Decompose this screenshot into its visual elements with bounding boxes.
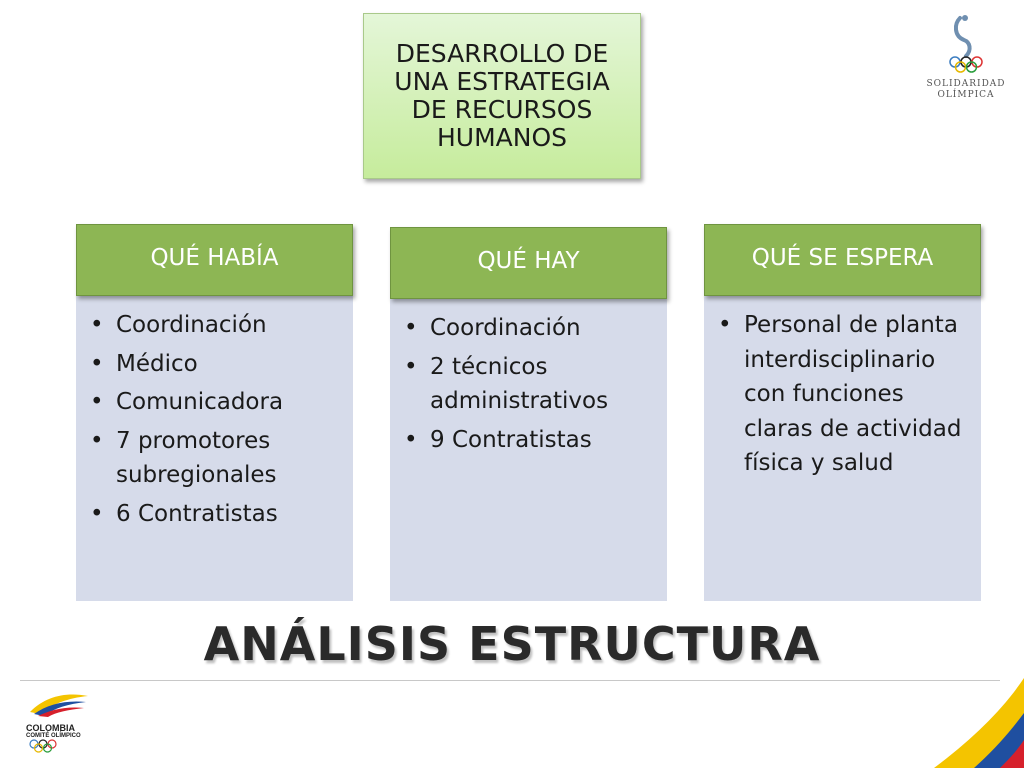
title-line: DE RECURSOS [411, 95, 593, 124]
column-heading-que-se-espera: QUÉ SE ESPERA [704, 224, 981, 296]
colombia-flag-swoosh-icon [30, 694, 88, 717]
list-item: •Coordinación [90, 312, 267, 338]
list-item: •Personal de planta interdisciplinario c… [718, 308, 975, 481]
olympic-rings-icon [29, 739, 57, 753]
title-line: HUMANOS [436, 123, 567, 153]
logo-text-colombia: COLOMBIA [26, 723, 75, 733]
list-item: •Comunicadora [90, 389, 284, 415]
column-heading-label: QUÉ SE ESPERA [751, 245, 934, 271]
list-item: •Médico [90, 350, 198, 377]
column-body-que-hay: •Coordinación •2 técnicos administrativo… [390, 299, 667, 601]
colombia-comite-olimpico-logo: COLOMBIA COMITÉ OLÍMPICO [26, 690, 96, 760]
column-heading-que-habia: QUÉ HABÍA [76, 224, 353, 296]
list-item: •7 promotores subregionales [90, 424, 347, 493]
logo-text-comite: COMITÉ OLÍMPICO [26, 733, 81, 739]
list-item-text: 2 técnicos administrativos [430, 353, 609, 415]
column-heading-label: QUÉ HAY [477, 248, 580, 274]
list-item-text: 6 Contratistas [116, 500, 278, 527]
list-item-text: Personal de planta interdisciplinario co… [744, 312, 962, 476]
title-line: DESARROLLO DE [395, 38, 609, 68]
olympic-rings-icon [949, 15, 983, 73]
list-item-text: Coordinación [430, 315, 581, 341]
list-item-text: Comunicadora [116, 389, 284, 415]
footer-divider [20, 680, 1000, 681]
list-item-text: 7 promotores subregionales [116, 427, 277, 489]
strategy-title-box: DESARROLLO DE UNA ESTRATEGIA DE RECURSOS… [363, 13, 641, 179]
list-item-text: Coordinación [116, 312, 267, 338]
list-item: •6 Contratistas [90, 500, 278, 527]
column-heading-que-hay: QUÉ HAY [390, 227, 667, 299]
list-item: •9 Contratistas [404, 426, 592, 453]
colombia-flag-corner-decoration [934, 678, 1024, 768]
logo-text-line-2: OLÍMPICA [937, 90, 995, 100]
list-item: •2 técnicos administrativos [404, 350, 661, 419]
list-item: •Coordinación [404, 315, 581, 341]
list-item-text: 9 Contratistas [430, 426, 592, 453]
column-heading-label: QUÉ HABÍA [150, 245, 279, 271]
logo-text-line-1: SOLIDARIDAD [926, 79, 1006, 89]
solidaridad-olimpica-logo: SOLIDARIDAD OLÍMPICA [920, 14, 1012, 104]
column-body-que-se-espera: •Personal de planta interdisciplinario c… [704, 296, 981, 601]
column-body-que-habia: •Coordinación •Médico •Comunicadora •7 p… [76, 296, 353, 601]
analysis-title: ANÁLISIS ESTRUCTURA [203, 617, 821, 671]
list-item-text: Médico [116, 350, 198, 377]
title-line: UNA ESTRATEGIA [394, 66, 610, 96]
